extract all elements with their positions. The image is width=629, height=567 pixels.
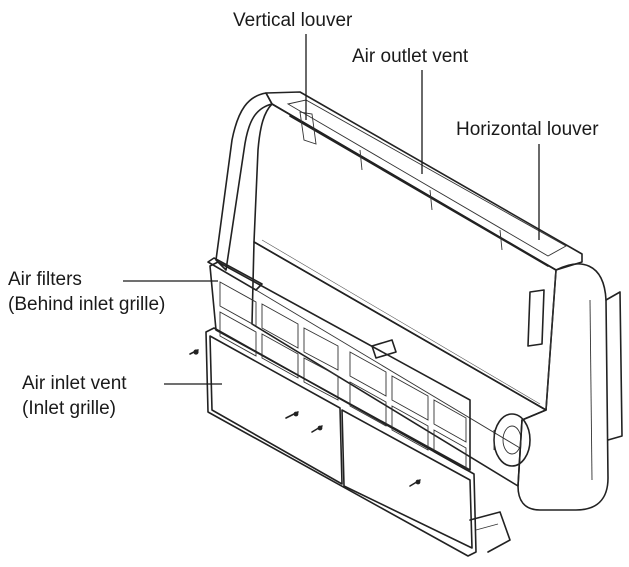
label-vertical-louver: Vertical louver [233,10,353,31]
label-air-filters: Air filters [8,269,82,290]
leader-lines [123,34,540,385]
label-air-inlet-vent: Air inlet vent [22,373,127,394]
indoor-unit-body [215,91,623,511]
outlet-vent-details [299,111,503,251]
label-horizontal-louver: Horizontal louver [456,119,599,140]
air-filters [207,257,471,471]
label-air-filters-note: (Behind inlet grille) [8,294,166,315]
label-air-outlet-vent: Air outlet vent [352,46,469,67]
label-inlet-grille-note: (Inlet grille) [22,398,116,419]
air-inlet-grille [189,327,511,557]
